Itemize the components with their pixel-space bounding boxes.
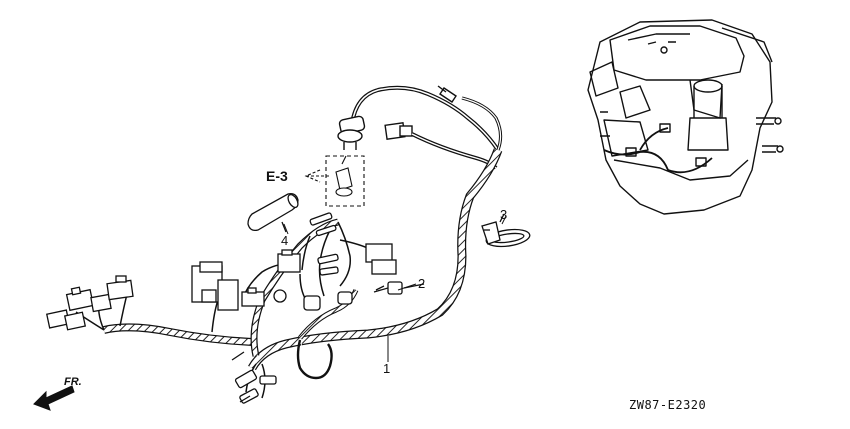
callout-part-2: 2 bbox=[418, 276, 426, 291]
drawing-code: ZW87-E2320 bbox=[629, 398, 707, 412]
front-direction-arrow bbox=[33, 385, 75, 411]
callout-part-3: 3 bbox=[500, 207, 508, 222]
front-direction-label: FR. bbox=[64, 376, 82, 388]
upper-harness bbox=[337, 85, 503, 170]
reference-label: E-3 bbox=[266, 168, 288, 184]
main-harness bbox=[103, 148, 503, 371]
sleeve-part-4 bbox=[247, 192, 299, 233]
callout-leaders bbox=[283, 215, 507, 362]
connectors bbox=[45, 212, 397, 404]
engine-assembly bbox=[587, 19, 784, 215]
callout-part-4: 4 bbox=[281, 233, 289, 248]
clamp-part-3 bbox=[481, 213, 531, 248]
bolt-part-2 bbox=[373, 281, 425, 295]
reference-detail-box bbox=[304, 155, 365, 207]
callout-part-1: 1 bbox=[383, 361, 391, 376]
